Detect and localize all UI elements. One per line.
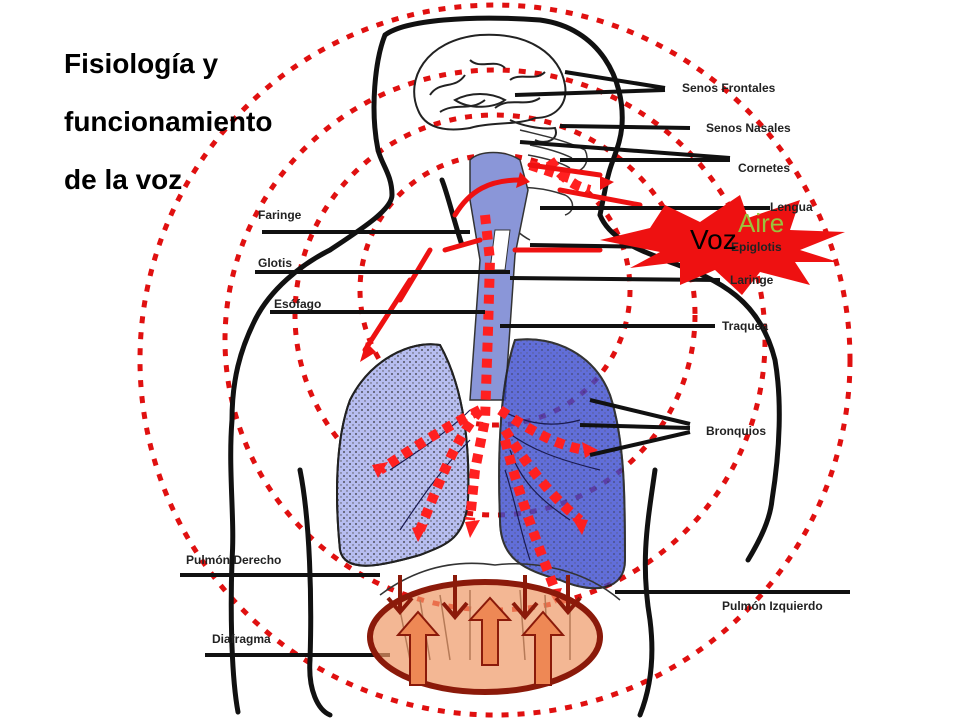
body-outline <box>228 15 782 718</box>
airflow-line-arrowheads <box>360 172 614 362</box>
page-title-line-3: de la voz <box>64 164 183 195</box>
page-title-line-1: Fisiología y <box>64 48 219 79</box>
page-title-line-2: funcionamiento <box>64 106 273 137</box>
voice-burst <box>600 195 845 295</box>
sound-waves <box>137 2 853 718</box>
sound-wave-4 <box>357 152 633 428</box>
leader-lines-right <box>500 70 850 594</box>
label-faringe: Faringe <box>258 208 302 222</box>
label-pulmon-derecho: Pulmón Derecho <box>186 553 282 567</box>
label-lengua: Lengua <box>770 200 813 214</box>
label-traquea: Traquea <box>722 319 769 333</box>
sound-wave-1 <box>137 2 853 718</box>
diaphragm-cycle <box>367 575 603 695</box>
label-epiglotis: Epiglotis <box>731 240 782 254</box>
label-esofago: Esófago <box>274 297 322 311</box>
label-glotis: Glotis <box>258 256 293 270</box>
brain-illustration <box>413 33 567 143</box>
label-pulmon-izquierdo: Pulmón Izquierdo <box>722 599 823 613</box>
label-laringe: Laringe <box>730 273 774 287</box>
leader-lines-left <box>180 230 510 657</box>
label-diafragma: Diafragma <box>212 632 271 646</box>
airway-illustration <box>469 151 529 401</box>
airflow-lines <box>362 162 643 353</box>
sound-wave-2 <box>222 67 768 613</box>
up-arrow-2 <box>467 596 513 666</box>
aire-label: Aire <box>738 208 785 238</box>
label-cornetes: Cornetes <box>738 161 791 175</box>
label-senos-frontales: Senos Frontales <box>682 81 776 95</box>
sound-wave-3 <box>292 112 698 518</box>
up-arrow-1 <box>395 610 441 686</box>
up-arrow-3 <box>520 610 566 686</box>
voz-label: Voz <box>690 224 737 255</box>
label-senos-nasales: Senos Nasales <box>706 121 791 135</box>
label-bronquios: Bronquios <box>706 424 766 438</box>
